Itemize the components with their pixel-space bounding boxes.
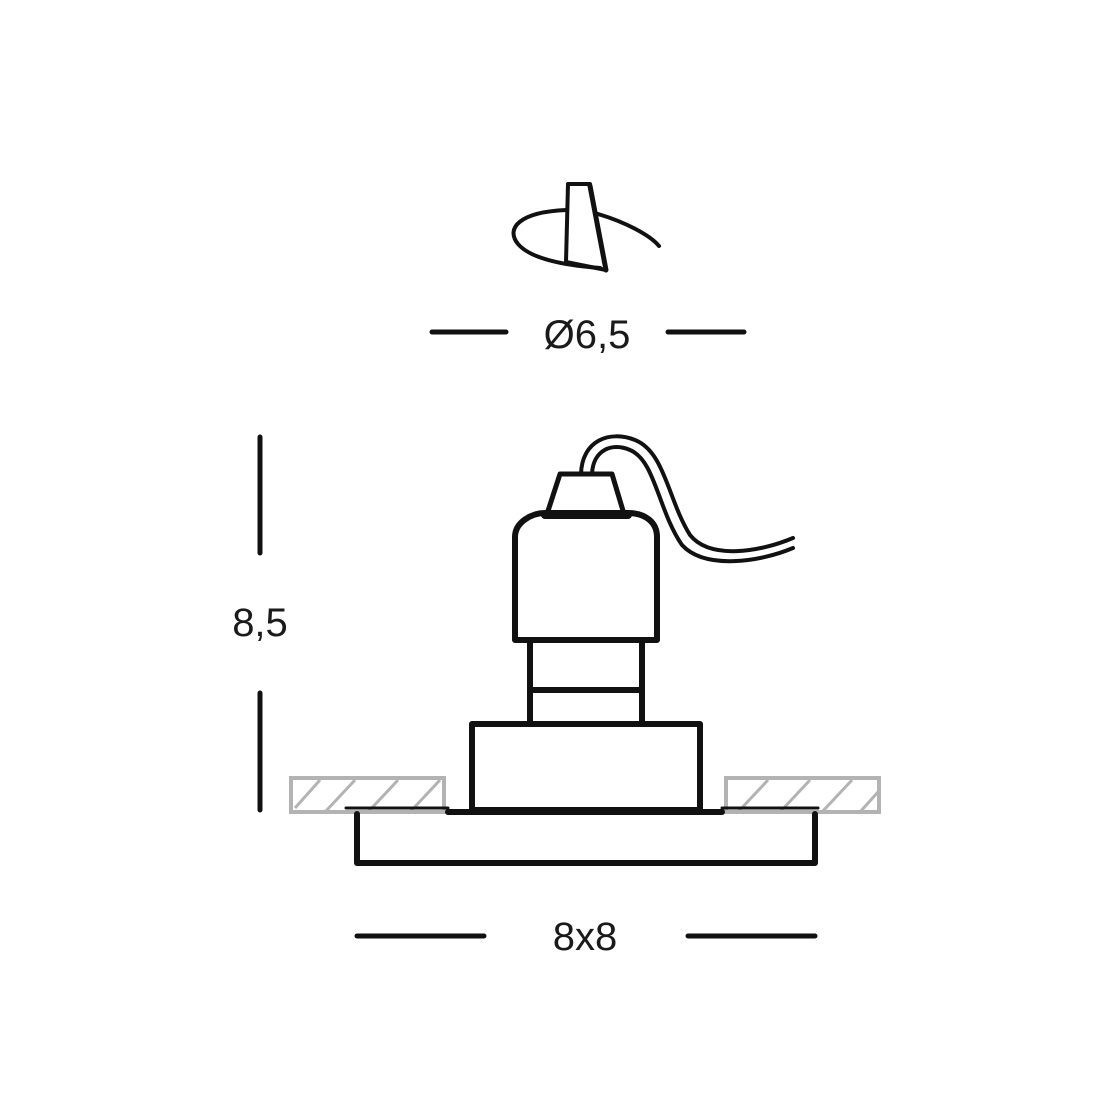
- cutout-diameter-label: Ø6,5: [544, 313, 631, 357]
- cutout-diameter-dimension: Ø6,5: [429, 313, 747, 357]
- lamp-holder-cap: [541, 471, 632, 519]
- ceiling-cutout-icon: [511, 182, 661, 273]
- lamp-holder-body: [512, 510, 660, 643]
- height-label: 8,5: [232, 601, 288, 645]
- housing: [469, 721, 703, 813]
- trim-frame: [344, 806, 820, 866]
- frame-size-label: 8x8: [553, 915, 618, 959]
- height-dimension: 8,5: [232, 434, 288, 813]
- frame-size-dimension: 8x8: [354, 915, 818, 959]
- cable: [579, 434, 795, 564]
- neck: [527, 637, 645, 725]
